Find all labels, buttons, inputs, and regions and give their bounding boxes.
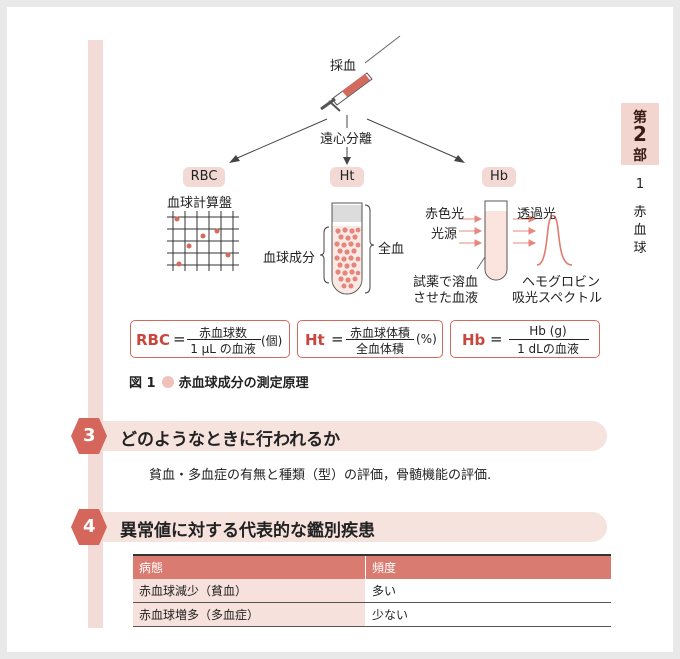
rbc-pill: RBC — [183, 167, 225, 187]
whole-blood-label: 全血 — [378, 242, 405, 257]
cell-condition: 赤血球減少（貧血） — [133, 579, 366, 603]
ht-formula-numerator: 赤血球体積 — [349, 326, 410, 340]
caption-prefix: 図 1 — [129, 376, 156, 391]
section3-band — [103, 421, 607, 451]
hb-formula-denominator: 1 dLの血液 — [517, 342, 579, 356]
rbc-formula-bar — [187, 339, 261, 340]
chapter-title-char-3: 球 — [633, 241, 647, 256]
table-row: 赤血球減少（貧血） 多い — [133, 579, 611, 603]
reagent-label-line1: 試薬で溶血 — [413, 275, 479, 290]
rbc-formula: RBC = 赤血球数 1 μL の血液 (個) — [130, 320, 290, 358]
blood-draw-label: 採血 — [330, 59, 357, 74]
rbc-formula-numerator: 赤血球数 — [198, 326, 247, 340]
hb-formula-bar — [509, 339, 589, 340]
caption-text: 赤血球成分の測定原理 — [178, 376, 309, 391]
cell-frequency: 多い — [365, 579, 611, 603]
transmitted-light-label: 透過光 — [517, 207, 557, 222]
cell-component-label: 血球成分 — [263, 251, 316, 266]
ht-pill: Ht — [330, 167, 364, 187]
rbc-formula-name: RBC — [136, 331, 170, 349]
cell-frequency: 少ない — [365, 602, 611, 627]
ht-formula-bar — [346, 339, 414, 340]
section3-body: 貧血・多血症の有無と種類（型）の評価，骨髄機能の評価. — [149, 468, 492, 483]
header-condition: 病態 — [133, 554, 366, 579]
part-number: 2 — [633, 122, 647, 146]
section4-band — [103, 512, 607, 542]
hb-formula-name: Hb — [462, 331, 486, 349]
spectrum-label-line1: ヘモグロビン — [522, 275, 601, 290]
part-tab: 第 2 部 — [621, 103, 659, 165]
chapter-number: 1 — [635, 177, 645, 192]
section4-number-badge — [71, 509, 107, 545]
spectrum-label-line2: 吸光スペクトル — [512, 291, 603, 306]
hb-formula: Hb = Hb (g) 1 dLの血液 — [450, 320, 600, 358]
section3-number: 3 — [83, 425, 96, 446]
page: 第 2 部 1 赤 血 球 — [7, 7, 673, 652]
hematocrit-tube — [319, 202, 375, 295]
syringe-icon — [320, 35, 401, 112]
centrifuge-label: 遠心分離 — [318, 128, 375, 147]
light-source-label: 光源 — [431, 227, 458, 242]
chapter-title-char-2: 血 — [633, 223, 647, 238]
ht-formula-unit: (%) — [416, 332, 437, 346]
ht-formula-eq: = — [331, 330, 344, 348]
figure-diagram — [167, 35, 573, 295]
ht-formula: Ht = 赤血球体積 全血体積 (%) — [297, 320, 443, 358]
margin-bar — [88, 40, 103, 628]
section4-number: 4 — [83, 516, 96, 537]
hb-pill: Hb — [482, 167, 516, 187]
differential-diagnosis-table: 病態 頻度 赤血球減少（貧血） 多い 赤血球増多（多血症） 少ない — [133, 554, 611, 627]
table-header-row: 病態 頻度 — [133, 554, 611, 579]
rbc-formula-eq: = — [173, 330, 186, 348]
ht-formula-denominator: 全血体積 — [355, 342, 404, 356]
ht-formula-name: Ht — [305, 331, 325, 349]
caption-dot-icon — [161, 376, 174, 388]
figure-caption: 図 1 赤血球成分の測定原理 — [129, 372, 309, 391]
absorption-spectrum-icon — [536, 214, 573, 266]
hemoglobin-tube — [484, 200, 508, 281]
hb-formula-numerator: Hb (g) — [529, 324, 567, 338]
part-suffix: 部 — [633, 148, 647, 164]
hemocytometer-label: 血球計算盤 — [167, 196, 233, 211]
reagent-label-line2: させた血液 — [413, 291, 479, 306]
section3-number-badge — [71, 418, 107, 454]
light-arrows-out — [513, 215, 537, 247]
header-frequency: 頻度 — [365, 554, 611, 579]
hemocytometer-grid — [167, 211, 239, 271]
chapter-title-char-1: 赤 — [633, 205, 647, 220]
table-row: 赤血球増多（多血症） 少ない — [133, 602, 611, 627]
rbc-formula-denominator: 1 μL の血液 — [190, 342, 256, 356]
part-prefix: 第 — [633, 110, 647, 126]
hb-formula-eq: = — [490, 330, 503, 348]
section3-title: どのようなときに行われるか — [120, 430, 341, 450]
red-light-label: 赤色光 — [425, 207, 465, 222]
cell-condition: 赤血球増多（多血症） — [133, 602, 366, 627]
rbc-formula-unit: (個) — [261, 334, 283, 348]
light-arrows-in — [459, 215, 483, 247]
section4-title: 異常値に対する代表的な鑑別疾患 — [120, 521, 375, 541]
